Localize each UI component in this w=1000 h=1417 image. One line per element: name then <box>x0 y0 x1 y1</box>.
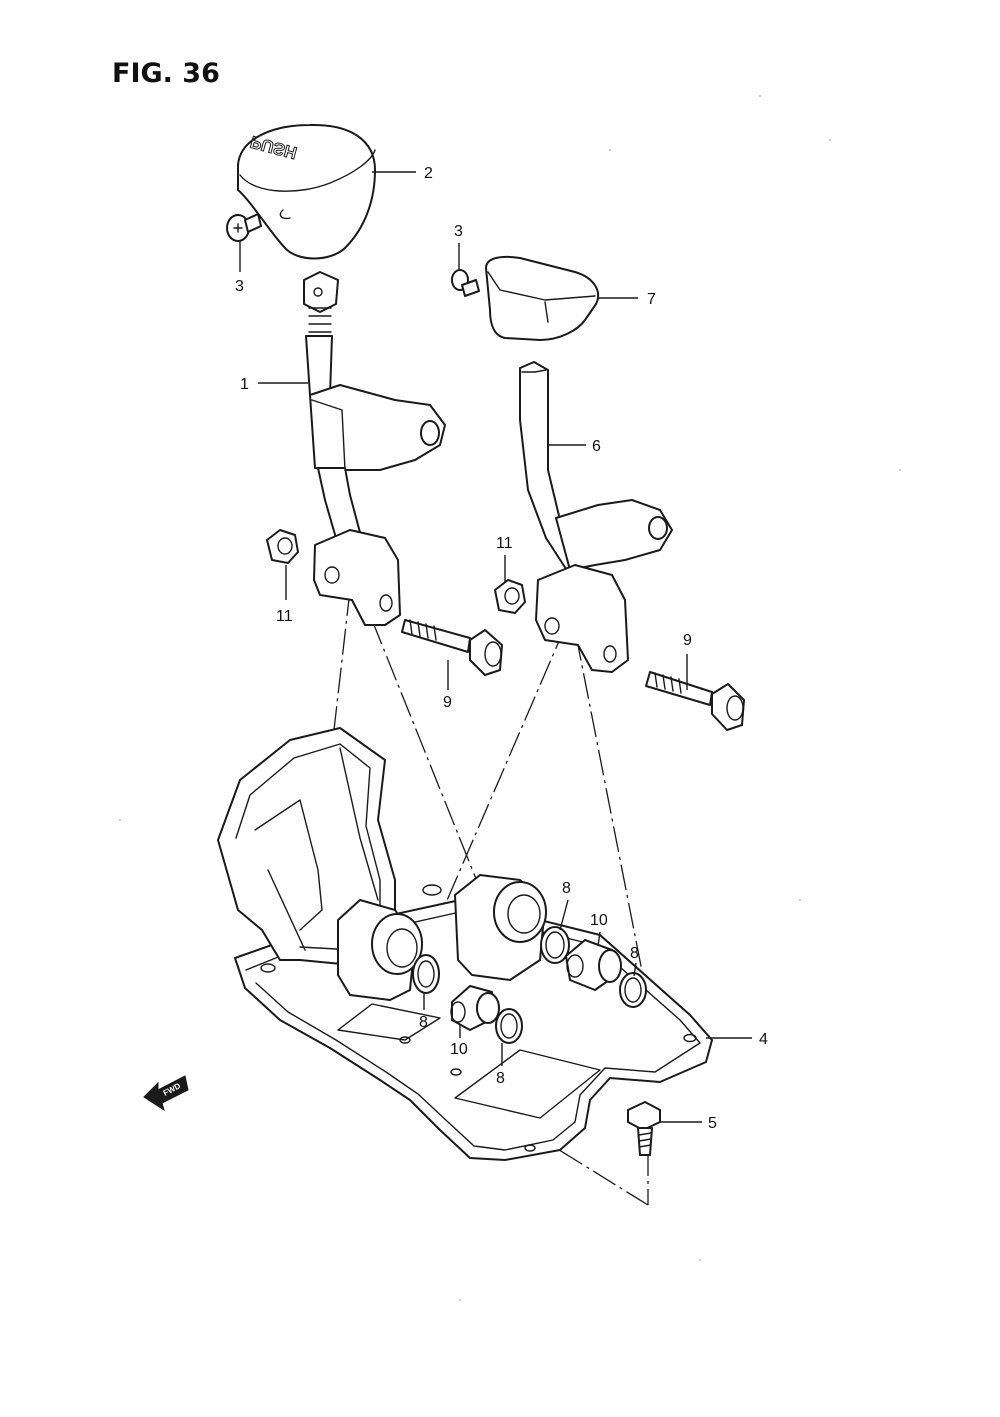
o-ring-left-inner <box>495 1008 523 1044</box>
fwd-arrow-icon: FWD <box>143 1075 189 1112</box>
screw-part-3-right <box>451 269 480 297</box>
callout-10-right: 10 <box>590 912 608 929</box>
callout-9-left: 9 <box>443 694 452 711</box>
callout-11-right: 11 <box>496 535 513 552</box>
o-ring-left-outer <box>412 954 440 994</box>
callout-3-right: 3 <box>454 223 463 240</box>
callout-8-bottom: 8 <box>496 1070 505 1087</box>
callout-10-left: 10 <box>450 1041 468 1058</box>
bolt-part-9-left <box>401 619 503 676</box>
callout-6: 6 <box>592 438 601 455</box>
callout-5: 5 <box>708 1115 717 1132</box>
shift-lever-part-6 <box>519 361 673 673</box>
screw-part-3-left <box>226 213 262 242</box>
callout-8-top: 8 <box>562 880 571 897</box>
figure-title: FIG. 36 <box>112 58 220 89</box>
callout-7: 7 <box>647 291 656 308</box>
knob-part-2: PUSH <box>237 123 376 260</box>
callout-2: 2 <box>424 165 433 182</box>
bolt-part-5 <box>627 1101 661 1156</box>
bolt-part-9-right <box>645 671 745 731</box>
shift-lever-part-1 <box>303 271 446 626</box>
callout-11-left: 11 <box>276 608 293 625</box>
nut-part-11-right <box>494 579 526 614</box>
callout-9-right: 9 <box>683 632 692 649</box>
scan-specks <box>119 95 901 1301</box>
nut-part-11-left <box>266 529 299 564</box>
callout-3-left: 3 <box>235 278 244 295</box>
base-plate-part-4 <box>217 727 713 1161</box>
callout-1: 1 <box>240 376 249 393</box>
knob-part-7 <box>485 255 600 341</box>
leader-lines <box>239 171 752 1123</box>
callout-8-left: 8 <box>419 1014 428 1031</box>
callout-4: 4 <box>759 1031 768 1048</box>
callout-8-right: 8 <box>630 945 639 962</box>
callout-numbers: 1 2 3 3 4 5 6 7 8 8 8 8 9 9 10 10 11 11 <box>235 165 768 1132</box>
bushings-and-o-rings <box>412 926 647 1044</box>
o-ring-right-inner <box>619 972 647 1008</box>
